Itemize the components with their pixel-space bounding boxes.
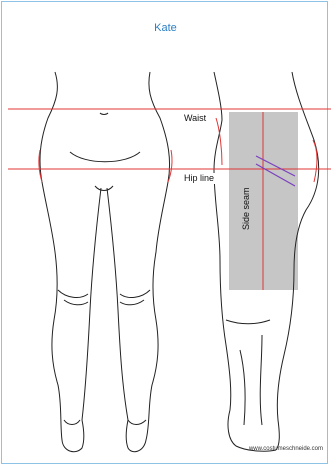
front-view-figure <box>40 72 170 452</box>
side-seam-label: Side seam <box>241 187 252 230</box>
waist-label: Waist <box>183 113 207 124</box>
hip-line-label: Hip line <box>183 173 215 184</box>
credit-url: www.costumeschneide.com <box>249 446 323 452</box>
